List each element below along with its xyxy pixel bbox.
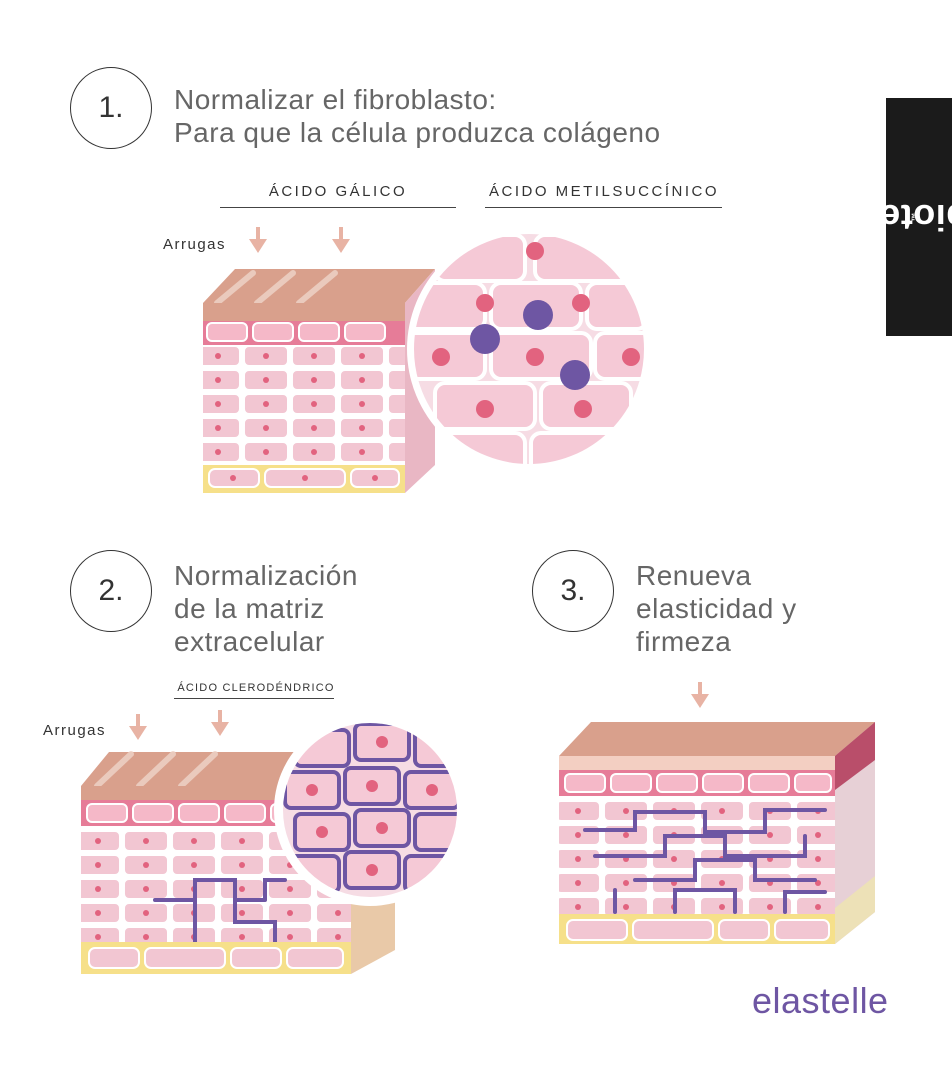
step-2-number: 2. [70,550,152,632]
brand-tab-text: inbiotech™ [836,197,952,238]
arrugas-label-1: Arrugas [163,236,227,253]
step-1-number: 1. [70,67,152,149]
label-acido-metilsuccinico: ÁCIDO METILSUCCÍNICO [488,183,719,200]
arrugas-label-2: Arrugas [43,722,107,739]
step-3-number: 3. [532,550,614,632]
arrow-down-icon [691,682,709,708]
brand-logo: elastelle [752,980,889,1021]
underline-acido-galico [220,207,456,208]
brand-tab: inbiotech™ [836,98,952,336]
skin-illustration-2 [81,710,466,974]
underline-acido-clerodendrico [174,698,334,699]
skin-illustration-1 [203,227,651,493]
step-2-title: Normalización de la matriz extracelular [174,560,358,657]
step-1-title: Normalizar el fibroblasto: Para que la c… [174,84,661,148]
label-acido-galico: ÁCIDO GÁLICO [268,183,408,200]
underline-acido-metilsuccinico [485,207,722,208]
skin-illustration-3 [559,682,875,944]
step-3-title: Renueva elasticidad y firmeza [636,560,797,657]
arrow-down-icon [249,227,350,253]
label-acido-clerodendrico: ÁCIDO CLERODÉNDRICO [177,682,335,694]
molecule-icon [470,300,590,390]
